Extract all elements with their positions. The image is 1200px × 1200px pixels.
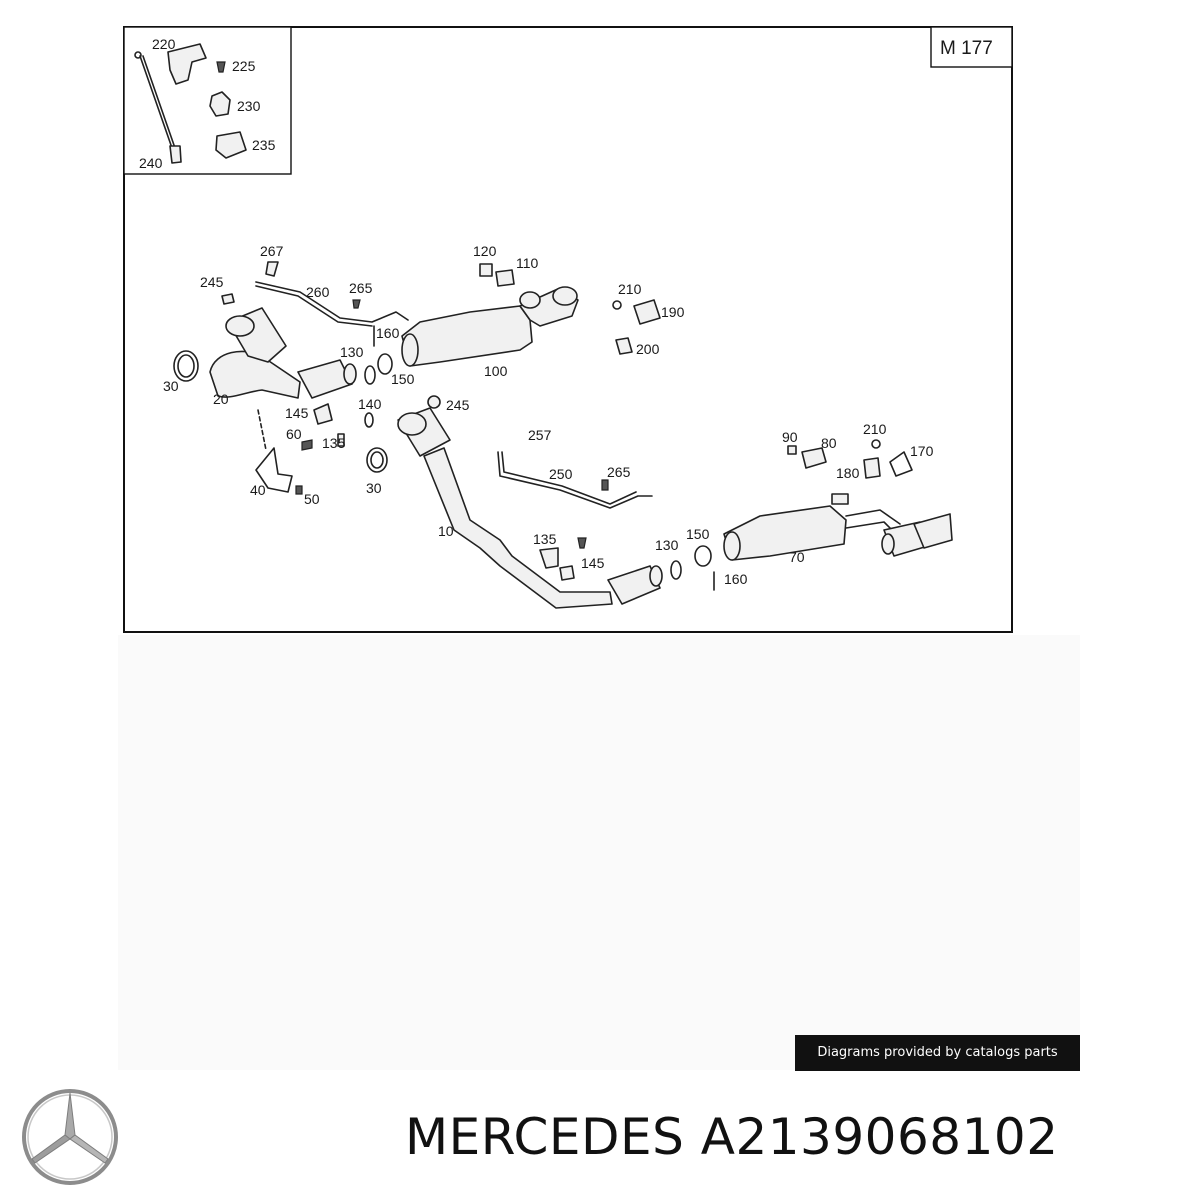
label-20: 20 [213, 391, 229, 407]
mercedes-star-icon [22, 1089, 118, 1185]
label-150-lower: 150 [686, 526, 710, 542]
brand-name: MERCEDES [405, 1108, 685, 1166]
oxygen-sensor-inset [134, 43, 247, 164]
part-title: MERCEDES A2139068102 [405, 1108, 1059, 1166]
inset-label-220: 220 [152, 36, 176, 52]
label-245-middle: 245 [446, 397, 470, 413]
label-40: 40 [250, 482, 266, 498]
label-250: 250 [549, 466, 573, 482]
label-245-upper: 245 [200, 274, 224, 290]
label-190: 190 [661, 304, 685, 320]
label-90: 90 [782, 429, 798, 445]
label-210-upper: 210 [618, 281, 642, 297]
label-10: 10 [438, 523, 454, 539]
label-260: 260 [306, 284, 330, 300]
label-70: 70 [789, 549, 805, 565]
inset-label-240: 240 [139, 155, 163, 171]
label-60: 60 [286, 426, 302, 442]
label-257: 257 [528, 427, 552, 443]
label-130-lower: 130 [655, 537, 679, 553]
label-120: 120 [473, 243, 497, 259]
part-number: A2139068102 [700, 1108, 1059, 1166]
model-code-box [930, 26, 1013, 68]
label-265-upper: 265 [349, 280, 373, 296]
label-130-upper: 130 [340, 344, 364, 360]
label-50: 50 [304, 491, 320, 507]
inset-box [123, 26, 292, 175]
label-150-upper: 150 [391, 371, 415, 387]
label-80: 80 [821, 435, 837, 451]
label-200: 200 [636, 341, 660, 357]
label-265-lower: 265 [607, 464, 631, 480]
inset-label-225: 225 [232, 58, 256, 74]
label-145-upper: 145 [285, 405, 309, 421]
right-bank-exhaust [397, 407, 953, 609]
diagram-credit-banner: Diagrams provided by catalogs parts [795, 1035, 1080, 1071]
label-267: 267 [260, 243, 284, 259]
label-135-upper: 135 [322, 435, 346, 451]
lower-blank-area [118, 635, 1080, 1070]
label-160-upper: 160 [376, 325, 400, 341]
diagram-frame [123, 26, 1013, 633]
label-100: 100 [484, 363, 508, 379]
label-160-lower: 160 [724, 571, 748, 587]
label-30-upper: 30 [163, 378, 179, 394]
left-bank-exhaust [173, 261, 661, 399]
model-code: M 177 [940, 38, 993, 59]
exhaust-parts-diagram: M 177 220 225 230 235 240 [123, 26, 1013, 633]
inset-label-235: 235 [252, 137, 276, 153]
mount-parts [255, 395, 441, 495]
label-170: 170 [910, 443, 934, 459]
inset-label-230: 230 [237, 98, 261, 114]
label-110: 110 [516, 255, 539, 271]
label-30-lower: 30 [366, 480, 382, 496]
label-180: 180 [836, 465, 860, 481]
label-210-lower: 210 [863, 421, 887, 437]
label-135-lower: 135 [533, 531, 557, 547]
label-140: 140 [358, 396, 382, 412]
label-145-lower: 145 [581, 555, 605, 571]
